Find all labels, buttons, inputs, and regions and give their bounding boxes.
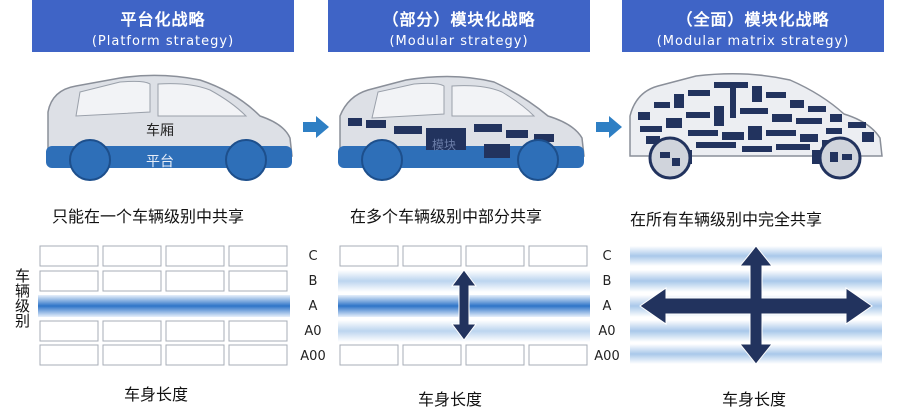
panel-1-xaxis-label: 车身长度 xyxy=(124,385,189,404)
module-label: 模块 xyxy=(432,138,457,152)
panel-3-xaxis-label: 车身长度 xyxy=(722,390,787,409)
class-grid-platform xyxy=(38,245,290,366)
panel-1-caption: 只能在一个车辆级别中共享 xyxy=(52,207,245,226)
class-label-b: B xyxy=(602,274,612,289)
panel-1-header: 平台化战略 (Platform strategy) xyxy=(32,0,294,52)
right-arrow-icon xyxy=(596,116,622,138)
panel-1-title: 平台化战略 xyxy=(120,10,206,29)
class-label-a0: A0 xyxy=(304,324,322,339)
car-platform-label: 平台 xyxy=(146,154,174,170)
right-arrow-icon xyxy=(303,116,329,138)
panel-2-subtitle: (Modular strategy) xyxy=(389,34,529,49)
class-label-a00: A00 xyxy=(594,349,620,364)
panel-1-subtitle: (Platform strategy) xyxy=(91,34,235,49)
class-label-c: C xyxy=(602,249,612,264)
panel-2-caption: 在多个车辆级别中部分共享 xyxy=(350,207,543,226)
car-body-label: 车厢 xyxy=(146,123,174,139)
class-grid-modular xyxy=(338,245,590,366)
class-label-a: A xyxy=(602,299,612,314)
car-matrix-illustration xyxy=(629,73,883,180)
panel-3-title: （全面）模块化战略 xyxy=(676,10,830,29)
class-label-a0: A0 xyxy=(598,324,616,339)
class-label-a00: A00 xyxy=(300,349,326,364)
class-label-b: B xyxy=(308,274,318,289)
panel-3-subtitle: (Modular matrix strategy) xyxy=(656,34,850,49)
class-label-c: C xyxy=(308,249,318,264)
vehicle-class-axis-label: 车辆级别 xyxy=(13,268,31,328)
panel-3-header: （全面）模块化战略 (Modular matrix strategy) xyxy=(622,0,884,52)
panel-2-xaxis-label: 车身长度 xyxy=(418,390,483,409)
class-label-a: A xyxy=(308,299,318,314)
panel-3-caption: 在所有车辆级别中完全共享 xyxy=(630,210,823,229)
panel-2-title: （部分）模块化战略 xyxy=(382,10,536,29)
panel-2-header: （部分）模块化战略 (Modular strategy) xyxy=(328,0,590,52)
car-platform-illustration xyxy=(46,74,293,181)
class-grid-matrix xyxy=(630,245,882,365)
car-modular-illustration xyxy=(338,75,585,181)
